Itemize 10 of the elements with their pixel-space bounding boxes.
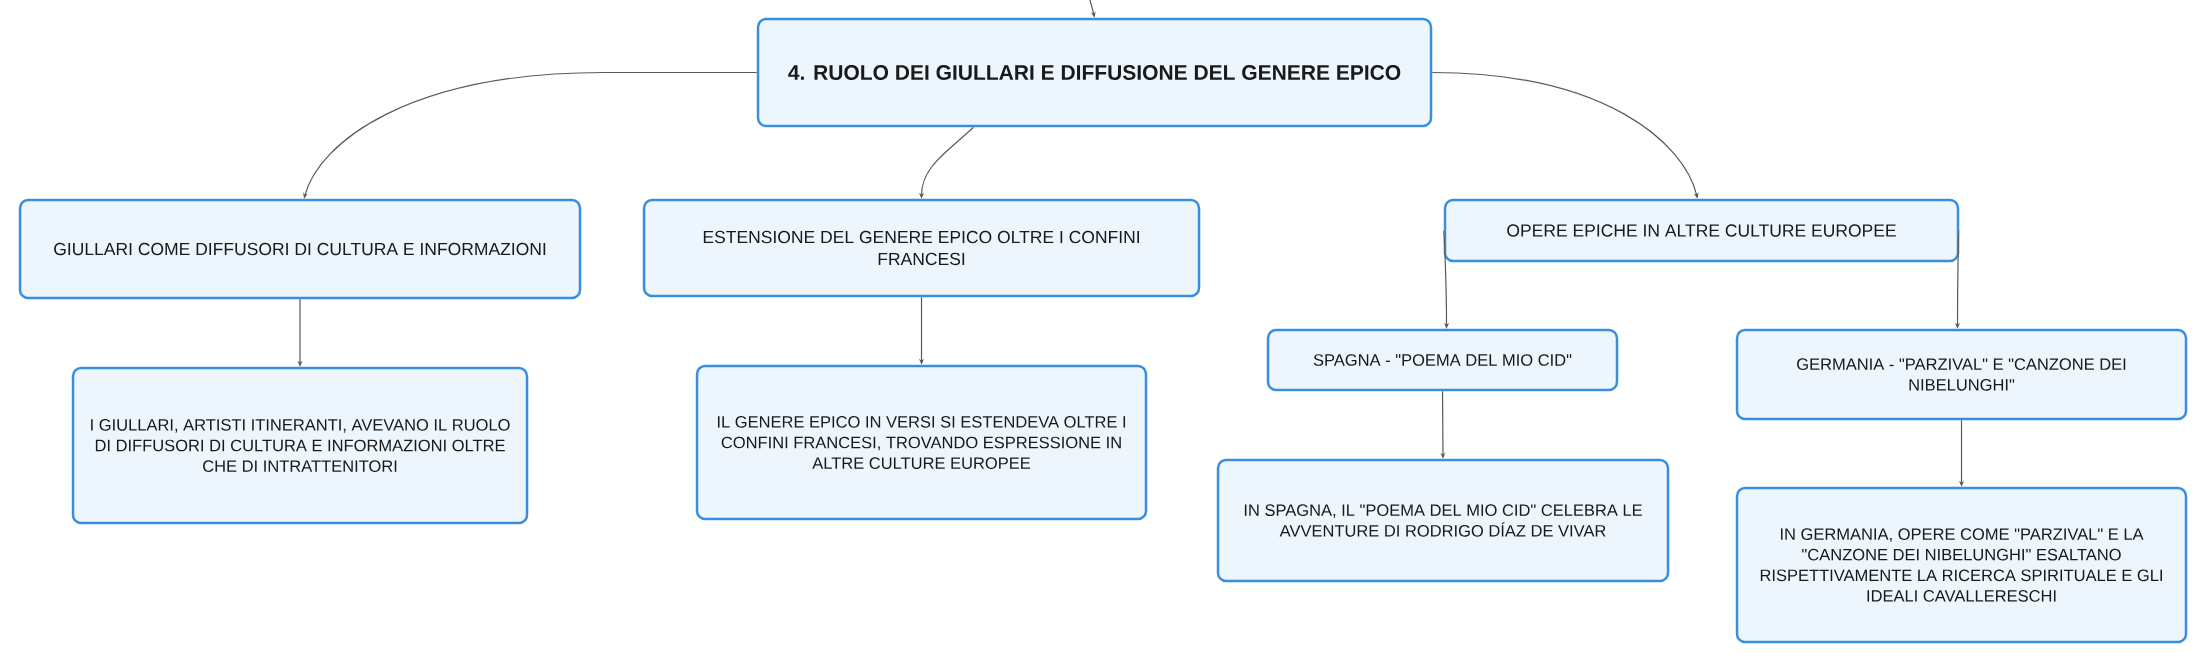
topic-box: GERMANIA - "PARZIVAL" E "CANZONE DEI NIBELUNGHI" [1735,328,2188,421]
topic-box: IN GERMANIA, OPERE COME "PARZIVAL" E LA "CANZONE DEI NIBELUNGHI" ESALTANO RISPETTIVAMENTE LA RICERCA SPIRITUALE E GLI IDEALI CAVALLERESCHI [1735,486,2188,644]
topic-box: I GIULLARI, ARTISTI ITINERANTI, AVEVANO IL RUOLO DI DIFFUSORI DI CULTURA E INFORMAZIONI OLTRE CHE DI INTRATTENITORI [71,366,529,525]
topic-box: IN SPAGNA, IL "POEMA DEL MIO CID" CELEBRA LE AVVENTURE DI RODRIGO DÍAZ DE VIVAR [1216,458,1670,583]
topic-box: SPAGNA - "POEMA DEL MIO CID" [1266,328,1619,392]
topic-box: GIULLARI COME DIFFUSORI DI CULTURA E INFORMAZIONI [18,198,582,300]
topic-box: IL GENERE EPICO IN VERSI SI ESTENDEVA OLTRE I CONFINI FRANCESI, TROVANDO ESPRESSIONE IN ALTRE CULTURE EUROPEE [695,364,1148,521]
central-topic-box: 4. RUOLO DEI GIULLARI E DIFFUSIONE DEL GENERE EPICO [756,17,1433,128]
topic-box: OPERE EPICHE IN ALTRE CULTURE EUROPEE [1443,198,1960,263]
topic-box: ESTENSIONE DEL GENERE EPICO OLTRE I CONFINI FRANCESI [642,198,1201,298]
